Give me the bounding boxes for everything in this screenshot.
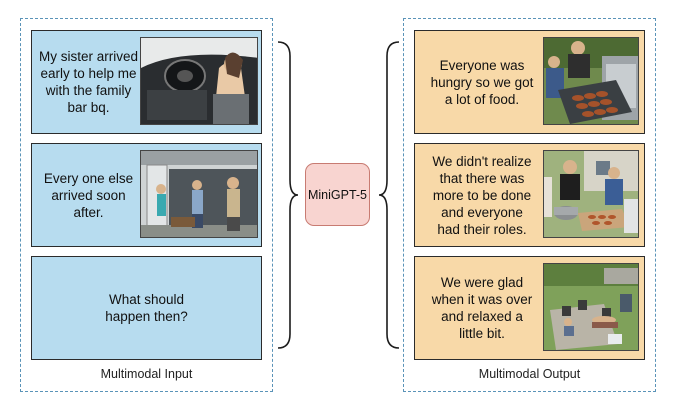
input-card-2-text: Every one else arrived soon after. [43,170,134,220]
input-photo-garage [140,150,258,238]
output-card-3: We were glad when it was over and relaxe… [414,256,645,360]
output-photo-cooking [543,150,639,238]
input-card-1: My sister arrived early to help me with … [31,30,262,134]
minigpt5-box: MiniGPT-5 [305,163,370,226]
output-photo-grill [543,37,639,125]
output-photo-backyard [543,263,639,351]
input-card-3: What should happen then? [31,256,262,360]
multimodal-output-label: Multimodal Output [478,367,581,381]
input-photo-car [140,37,258,125]
input-card-1-text: My sister arrived early to help me with … [38,49,138,115]
output-card-3-text: We were glad when it was over and relaxe… [431,275,533,341]
multimodal-input-label: Multimodal Input [100,367,193,381]
output-card-2-text: We didn't realize that there was more to… [432,153,532,237]
multimodal-input-panel: My sister arrived early to help me with … [20,18,273,392]
multimodal-output-panel: Everyone was hungry so we got a lot of f… [403,18,656,392]
input-card-3-text: What should happen then? [105,292,188,324]
minigpt5-label: MiniGPT-5 [307,187,368,202]
output-card-2: We didn't realize that there was more to… [414,143,645,247]
output-card-1: Everyone was hungry so we got a lot of f… [414,30,645,134]
output-card-1-text: Everyone was hungry so we got a lot of f… [430,57,534,107]
left-brace [277,41,299,349]
input-card-2: Every one else arrived soon after. [31,143,262,247]
right-brace [378,41,400,349]
